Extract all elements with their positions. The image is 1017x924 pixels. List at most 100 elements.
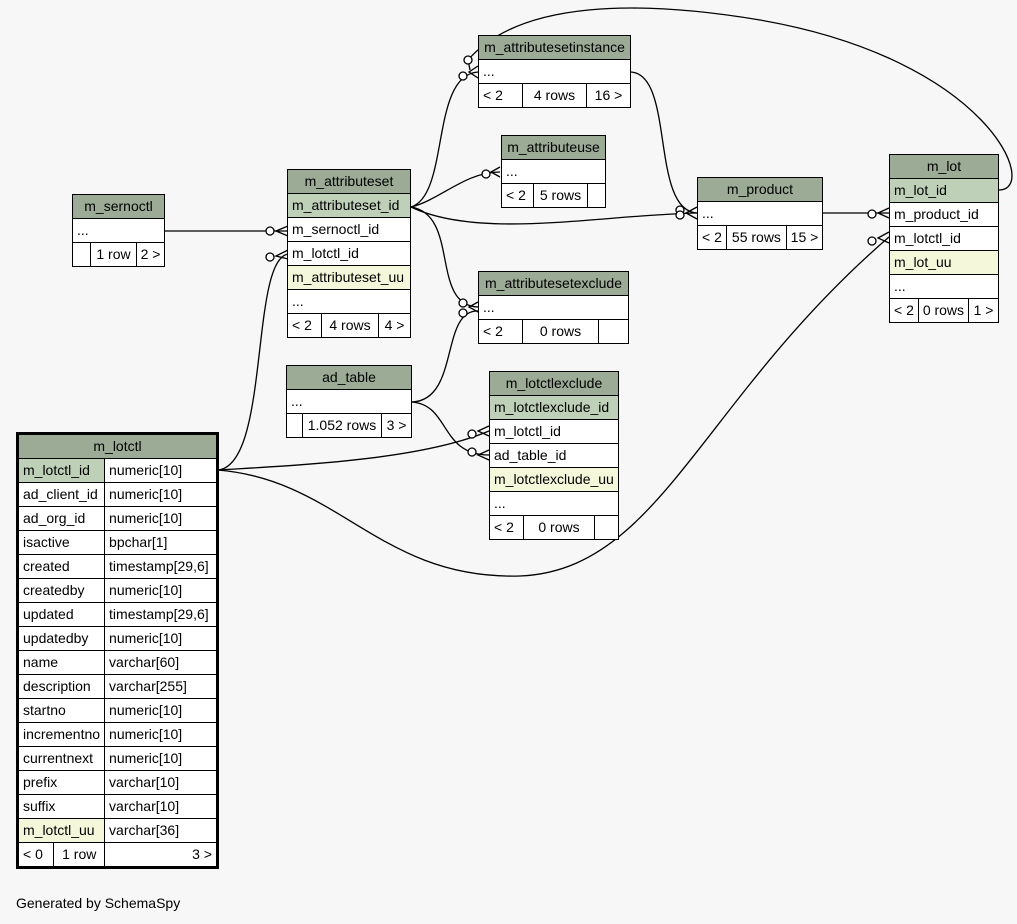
parents-count[interactable] (286, 413, 303, 438)
column[interactable]: m_product_id (889, 202, 999, 227)
column-name[interactable]: updated (16, 602, 106, 627)
children-count[interactable]: 2 > (136, 242, 165, 267)
column-unique[interactable]: m_lotctl_uu (16, 818, 106, 843)
column-name[interactable]: updatedby (16, 626, 106, 651)
column-primary-key[interactable]: m_lotctlexclude_id (489, 395, 619, 420)
more-columns: ... (478, 59, 631, 84)
row-count: 0 rows (523, 515, 595, 540)
column-type: varchar[36] (104, 818, 218, 843)
parents-count[interactable]: < 2 (287, 313, 322, 338)
column[interactable]: m_lotctl_id (287, 241, 411, 266)
more-columns: ... (697, 201, 823, 226)
edge-lotctl-lotctlexclude (217, 430, 490, 471)
column-name[interactable]: prefix (16, 770, 106, 795)
column[interactable]: m_lotctl_id (889, 226, 999, 251)
table-header[interactable]: ad_table (286, 365, 412, 390)
children-count[interactable] (587, 183, 606, 208)
column-name[interactable]: incrementno (16, 722, 106, 747)
column-primary-key[interactable]: m_lot_id (889, 178, 999, 203)
column-name[interactable]: name (16, 650, 106, 675)
column-name[interactable]: createdby (16, 578, 106, 603)
table-header[interactable]: m_attributesetexclude (478, 271, 629, 296)
more-columns: ... (286, 389, 412, 414)
column-name[interactable]: isactive (16, 530, 106, 555)
column-primary-key[interactable]: m_attributeset_id (287, 193, 411, 218)
column-type: varchar[60] (104, 650, 218, 675)
row-count: 4 rows (522, 83, 587, 108)
table-header[interactable]: m_lotctlexclude (489, 371, 619, 396)
parents-count[interactable]: < 2 (489, 515, 524, 540)
children-count[interactable] (598, 319, 629, 344)
table-m-sernoctl[interactable]: m_sernoctl ... 1 row 2 > (72, 194, 165, 267)
table-header[interactable]: m_attributesetinstance (478, 35, 631, 60)
row-count: 1.052 rows (302, 413, 382, 438)
column[interactable]: m_lotctl_id (489, 419, 619, 444)
table-m-attributesetexclude[interactable]: m_attributesetexclude ... < 2 0 rows (478, 271, 629, 344)
table-m-product[interactable]: m_product ... < 2 55 rows 15 > (697, 177, 823, 250)
more-columns: ... (501, 159, 606, 184)
parents-count[interactable]: < 2 (478, 83, 523, 108)
column[interactable]: ad_table_id (489, 443, 619, 468)
children-count[interactable]: 3 > (104, 842, 218, 868)
children-count[interactable] (594, 515, 619, 540)
column-type: timestamp[29,6] (104, 554, 218, 579)
column-name[interactable]: currentnext (16, 746, 106, 771)
column-type: numeric[10] (104, 722, 218, 747)
column-primary-key[interactable]: m_lotctl_id (16, 458, 106, 483)
column[interactable]: m_sernoctl_id (287, 217, 411, 242)
table-header[interactable]: m_lotctl (17, 433, 218, 459)
table-m-lot[interactable]: m_lot m_lot_id m_product_id m_lotctl_id … (889, 154, 999, 323)
parents-count[interactable]: < 0 (16, 842, 55, 868)
parents-count[interactable]: < 2 (889, 298, 919, 323)
children-count[interactable]: 16 > (586, 83, 631, 108)
column-unique[interactable]: m_lot_uu (889, 250, 999, 275)
column-name[interactable]: description (16, 674, 106, 699)
children-count[interactable]: 15 > (786, 225, 823, 250)
children-count[interactable]: 4 > (378, 313, 411, 338)
column-type: timestamp[29,6] (104, 602, 218, 627)
table-m-lotctlexclude[interactable]: m_lotctlexclude m_lotctlexclude_id m_lot… (489, 371, 619, 540)
table-m-attributeset[interactable]: m_attributeset m_attributeset_id m_serno… (287, 169, 411, 338)
children-count[interactable]: 3 > (381, 413, 412, 438)
table-ad-table[interactable]: ad_table ... 1.052 rows 3 > (286, 365, 412, 438)
parents-count[interactable] (72, 242, 91, 267)
column-unique[interactable]: m_lotctlexclude_uu (489, 467, 619, 492)
column-type: numeric[10] (104, 746, 218, 771)
edge-adtable-attributesetexclude (411, 310, 479, 403)
column-name[interactable]: created (16, 554, 106, 579)
table-m-attributesetinstance[interactable]: m_attributesetinstance ... < 2 4 rows 16… (478, 35, 631, 108)
table-m-attributeuse[interactable]: m_attributeuse ... < 2 5 rows (501, 135, 606, 208)
table-header[interactable]: m_attributeset (287, 169, 411, 194)
parents-count[interactable]: < 2 (478, 319, 523, 344)
table-header[interactable]: m_sernoctl (72, 194, 165, 219)
column-name[interactable]: ad_client_id (16, 482, 106, 507)
column-unique[interactable]: m_attributeset_uu (287, 265, 411, 290)
column-type: numeric[10] (104, 626, 218, 651)
children-count[interactable]: 1 > (968, 298, 999, 323)
table-header[interactable]: m_product (697, 177, 823, 202)
column-name[interactable]: ad_org_id (16, 506, 106, 531)
parents-count[interactable]: < 2 (501, 183, 534, 208)
column-name[interactable]: suffix (16, 794, 106, 819)
parents-count[interactable]: < 2 (697, 225, 727, 250)
table-header[interactable]: m_lot (889, 154, 999, 179)
column-name[interactable]: startno (16, 698, 106, 723)
table-header[interactable]: m_attributeuse (501, 135, 606, 160)
